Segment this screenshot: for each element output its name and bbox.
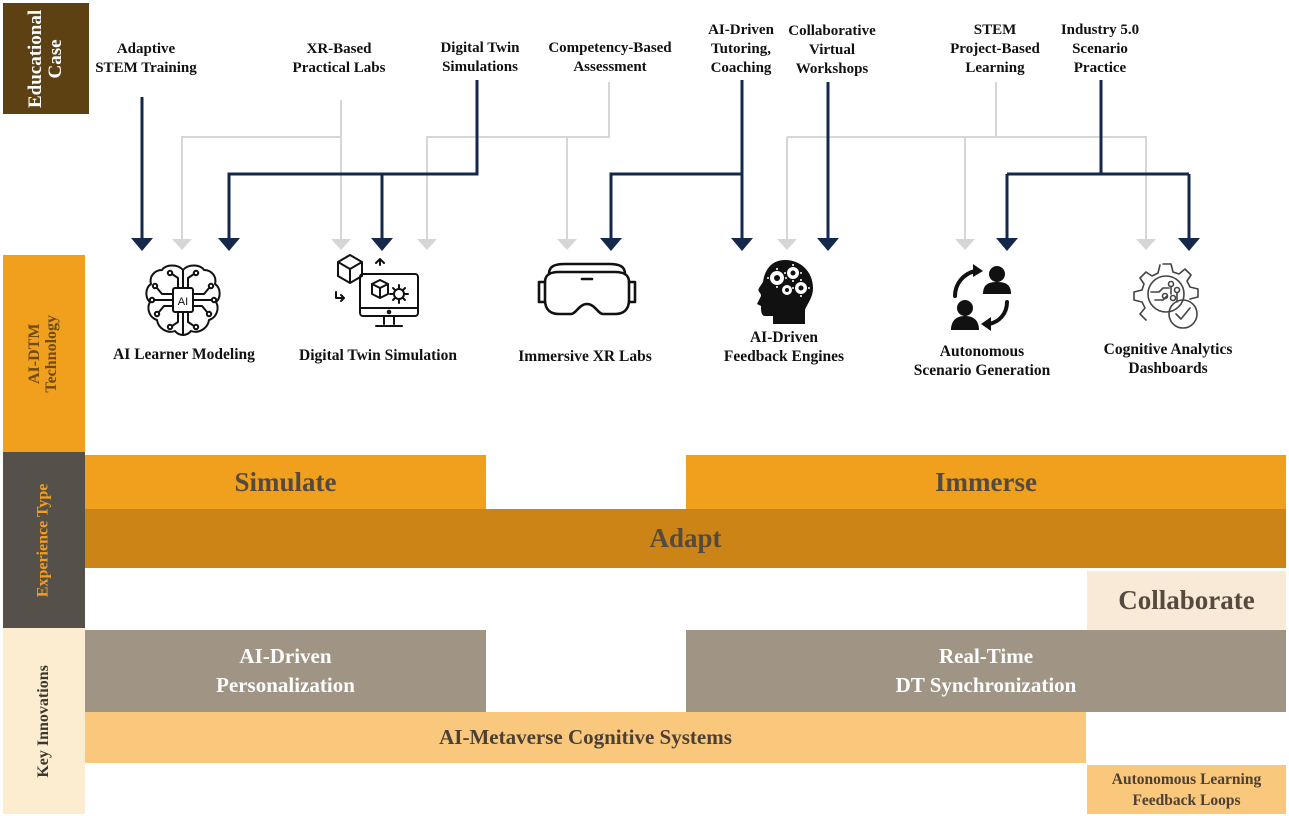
arrowhead-dark [817,238,839,251]
head-gears-icon [757,260,813,324]
innovation-autonomous-learning-feedback-loops: Autonomous Learning Feedback Loops [1087,765,1286,814]
case-industry-5-scenario-practice: Industry 5.0 Scenario Practice [1060,22,1140,76]
arrowhead-dark [600,238,622,251]
arrowhead-dark [131,238,153,251]
arrow-ai-tutoring-to-xr-and-feedback [609,80,744,240]
arrowhead-dark [996,238,1018,251]
arrowhead-light [1136,239,1156,250]
arrowhead-dark [731,238,753,251]
row-label-experience-type-text: Experience Type [34,483,52,597]
people-cycle-icon [951,264,1011,331]
ai-brain-icon: AI [145,264,221,336]
innovation-ai-metaverse-cognitive-systems: AI-Metaverse Cognitive Systems [85,712,1086,763]
arrowhead-dark [218,238,240,251]
case-ai-driven-tutoring-coaching: AI-Driven Tutoring, Coaching [708,22,774,76]
row-label-technology-text: AI-DTM Technology [26,314,60,393]
arrowhead-light [417,239,437,250]
light-arrowheads [172,239,1156,250]
arrow-competency-to-dt-and-xr [426,82,610,240]
arrow-industry-5-to-scenario-and-analytics [1005,80,1191,240]
arrow-stem-pbl-to-feedback-scenario-analytics [786,82,1147,240]
case-digital-twin-simulations: Digital Twin Simulations [440,40,520,75]
case-collaborative-virtual-workshops: Collaborative Virtual Workshops [788,23,876,77]
tech-immersive-xr-labs: Immersive XR Labs [518,348,652,365]
innovation-realtime-dt-synchronization: Real-Time DT Synchronization [686,630,1286,712]
arrowhead-light [331,239,351,250]
experience-collaborate: Collaborate [1087,571,1286,630]
dark-arrowheads [131,238,1200,251]
tech-digital-twin-simulation: Digital Twin Simulation [299,347,457,364]
case-stem-project-based-learning: STEM Project-Based Learning [950,22,1040,76]
arrow-xr-labs-to-learner-modeling [181,100,342,240]
tech-autonomous-scenario-generation: Autonomous Scenario Generation [913,343,1051,379]
case-adaptive-stem-training: Adaptive STEM Training [95,41,197,76]
case-competency-based-assessment: Competency-Based Assessment [548,40,672,75]
experience-simulate: Simulate [85,455,486,509]
svg-text:AI: AI [178,296,188,308]
tech-ai-driven-feedback-engines: AI-Driven Feedback Engines [723,329,845,365]
row-label-key-innovations-text: Key Innovations [34,664,52,778]
digital-twin-monitor-icon [335,254,419,327]
arrowhead-dark [371,238,393,251]
vr-headset-icon [537,262,637,316]
experience-adapt: Adapt [85,509,1286,568]
innovation-ai-driven-personalization: AI-Driven Personalization [85,630,486,712]
case-xr-based-practical-labs: XR-Based Practical Labs [292,41,386,76]
row-label-technology: AI-DTM Technology [3,255,85,452]
gear-check-icon [1133,263,1199,329]
arrowhead-light [557,239,577,250]
arrowhead-light [955,239,975,250]
tech-cognitive-analytics-dashboards: Cognitive Analytics Dashboards [1103,341,1233,377]
arrowhead-light [777,239,797,250]
row-label-key-innovations: Key Innovations [3,628,85,814]
row-label-experience-type: Experience Type [3,452,85,628]
experience-immerse: Immerse [686,455,1286,509]
tech-ai-learner-modeling: AI Learner Modeling [113,346,255,363]
arrow-digital-twin-to-learner-and-dt [227,80,479,240]
mapping-arrows [131,80,1200,251]
arrowhead-dark [1178,238,1200,251]
light-arrow-group [181,82,1147,240]
row-label-educational-case: Educational Case [3,3,89,114]
dark-arrow-group [140,80,1191,240]
arrowhead-light [172,239,192,250]
